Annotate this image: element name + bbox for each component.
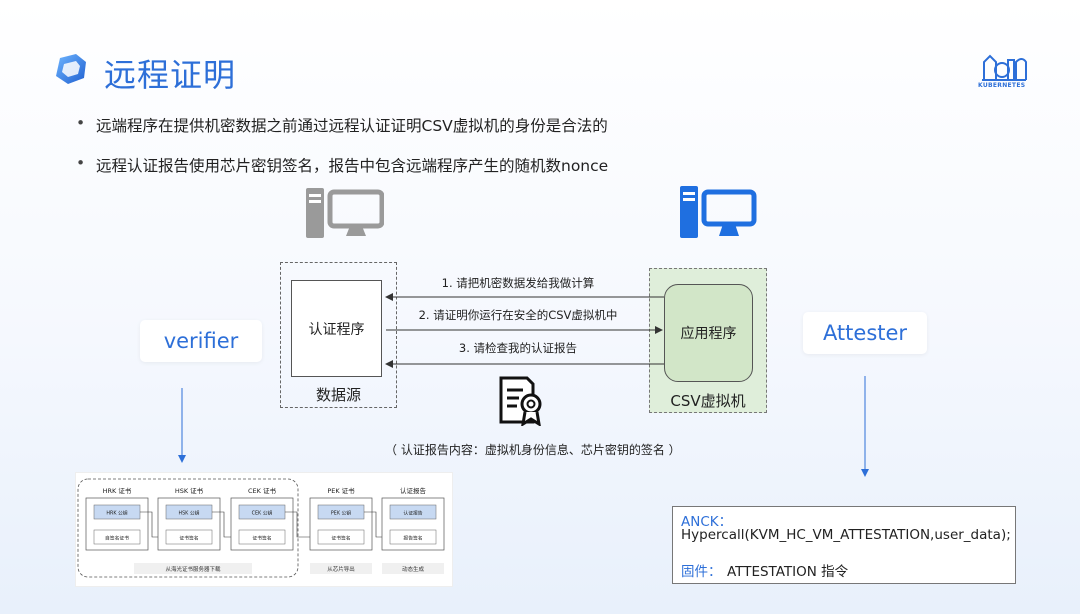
- cert-signature-label: 证书签名: [252, 535, 271, 542]
- csv-vm-label: CSV虚拟机: [670, 392, 746, 410]
- anck-label: ANCK：: [681, 514, 733, 530]
- bullet-item: 远程认证报告使用芯片密钥签名，报告中包含远端程序产生的随机数nonce: [76, 154, 608, 176]
- cert-signature-box: [389, 529, 437, 545]
- cert-column-title: CEK 证书: [248, 486, 276, 495]
- cert-public-key-label: PEK 公钥: [331, 510, 351, 517]
- cert-signature-box: [238, 529, 286, 545]
- cert-column-title: 认证报告: [400, 486, 427, 495]
- cert-group-label-bg: [134, 563, 252, 574]
- bullet-item: 远端程序在提供机密数据之前通过远程认证证明CSV虚拟机的身份是合法的: [76, 114, 608, 136]
- kubernetes-logo-icon: [982, 54, 1027, 81]
- cert-signature-box: [93, 529, 141, 545]
- cert-signature-box: [165, 529, 213, 545]
- cert-group-label: 动态生成: [402, 565, 425, 573]
- cert-column-title: HSK 证书: [175, 486, 204, 495]
- message-1: 1. 请把机密数据发给我做计算: [441, 276, 595, 290]
- cert-group-label-bg: [382, 563, 444, 574]
- cert-group-label-bg: [310, 563, 372, 574]
- message-2: 2. 请证明你运行在安全的CSV虚拟机中: [418, 308, 618, 322]
- cert-public-key-label: HRK 公钥: [106, 510, 127, 517]
- anck-box: [672, 506, 1016, 584]
- app-program-box: 应用程序: [664, 284, 753, 382]
- message-3: 3. 请检查我的认证报告: [458, 341, 578, 355]
- report-caption: （ 认证报告内容：虚拟机身份信息、芯片密钥的签名 ）: [385, 443, 681, 457]
- firmware-value: ATTESTATION 指令: [727, 564, 849, 580]
- cert-chain-arrow: [285, 511, 318, 539]
- cert-column-title: PEK 证书: [327, 486, 355, 495]
- data-source-label: 数据源: [315, 386, 361, 404]
- cert-public-key-box: [389, 504, 437, 520]
- cert-signature-label: 证书签名: [331, 535, 350, 542]
- page-title: 远程证明: [104, 56, 237, 94]
- cert-column-title: HRK 证书: [103, 486, 132, 495]
- data-source-frame: [280, 262, 397, 408]
- cert-signature-label: 自签名证书: [105, 535, 129, 542]
- cert-group-label: 从海光证书服务器下载: [165, 565, 221, 573]
- verifier-label: verifier: [140, 320, 262, 362]
- logo-text: KUBERNETES: [978, 82, 1026, 89]
- computer-gray-icon: [306, 188, 384, 238]
- cert-public-key-label: HSK 公钥: [179, 510, 200, 517]
- anck-hypercall: Hypercall(KVM_HC_VM_ATTESTATION,user_dat…: [681, 527, 1011, 543]
- cube-logo-icon: [56, 54, 86, 84]
- cert-signature-label: 报告签名: [403, 535, 422, 542]
- cert-group-label: 从芯片导出: [327, 565, 355, 573]
- cert-public-key-label: CEK 公钥: [252, 510, 273, 517]
- computer-blue-icon: [680, 186, 757, 238]
- cert-public-key-label: 认证报告: [403, 510, 422, 517]
- firmware-label: 固件：: [681, 564, 722, 580]
- attester-label: Attester: [803, 312, 927, 354]
- cert-signature-label: 证书签名: [179, 535, 198, 542]
- cert-signature-box: [317, 529, 365, 545]
- auth-program-box: 认证程序: [291, 280, 382, 377]
- certificate-report-icon: [499, 376, 542, 426]
